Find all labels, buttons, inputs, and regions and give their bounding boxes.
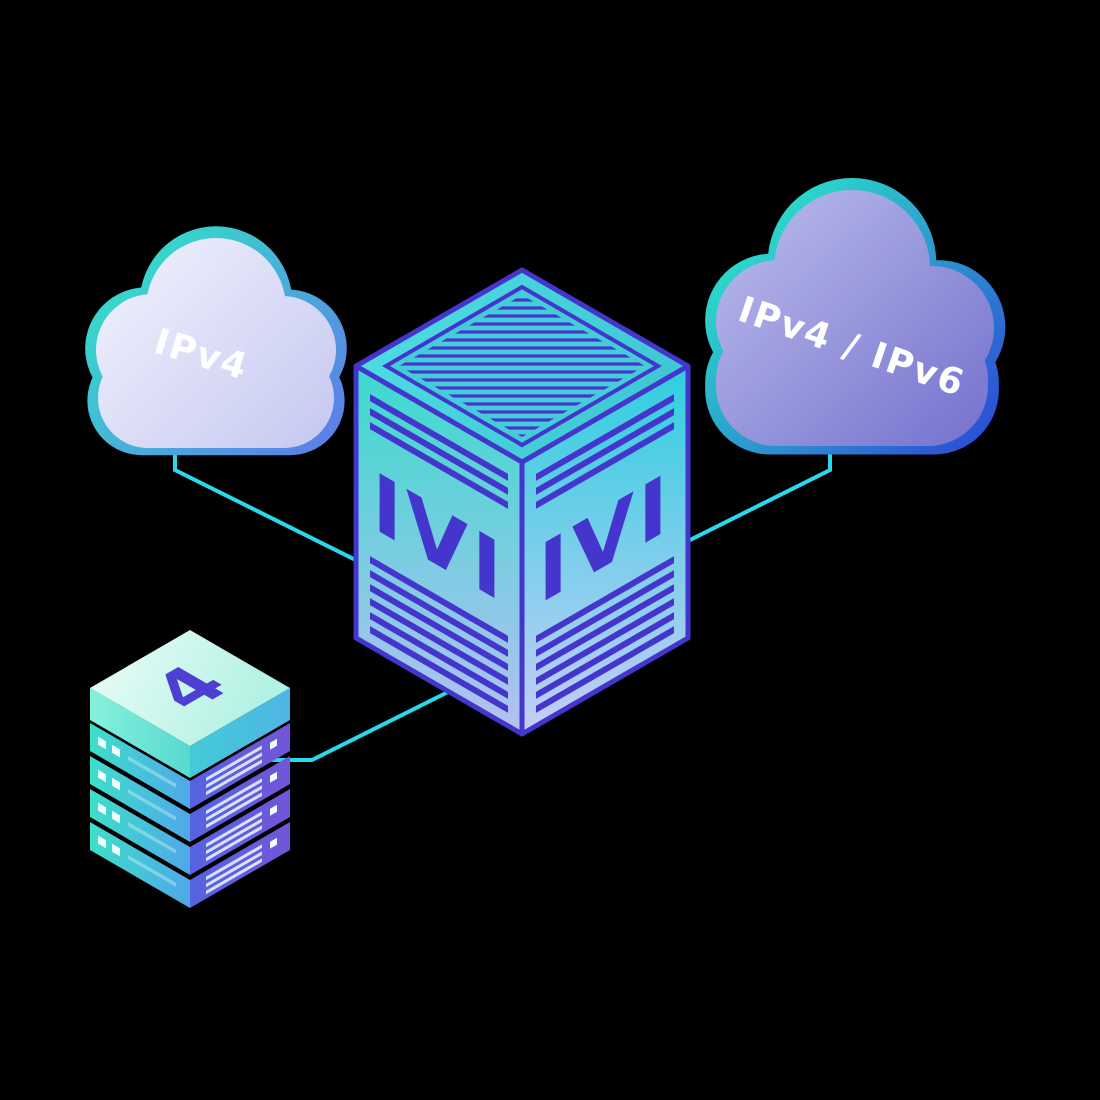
- cube-left-face-stripes: [370, 394, 508, 713]
- cloud-icon: [96, 238, 336, 448]
- ipv4-cloud: IPv4: [85, 226, 347, 456]
- server-slab-top-face: [90, 630, 290, 746]
- server-stack-icon: 4: [90, 630, 290, 908]
- cloud-icon: [716, 190, 994, 446]
- isometric-cube-icon: IVI IVI: [353, 267, 691, 737]
- server-slab-left-face: [90, 688, 190, 778]
- cube-right-face-stripes: [536, 394, 674, 713]
- dual-stack-cloud: IPv4 / IPv6: [705, 178, 1006, 455]
- server-slab-right-face: [190, 688, 290, 778]
- cube-right-face-content: IVI: [536, 394, 674, 713]
- cube-top-hatch: [399, 295, 645, 437]
